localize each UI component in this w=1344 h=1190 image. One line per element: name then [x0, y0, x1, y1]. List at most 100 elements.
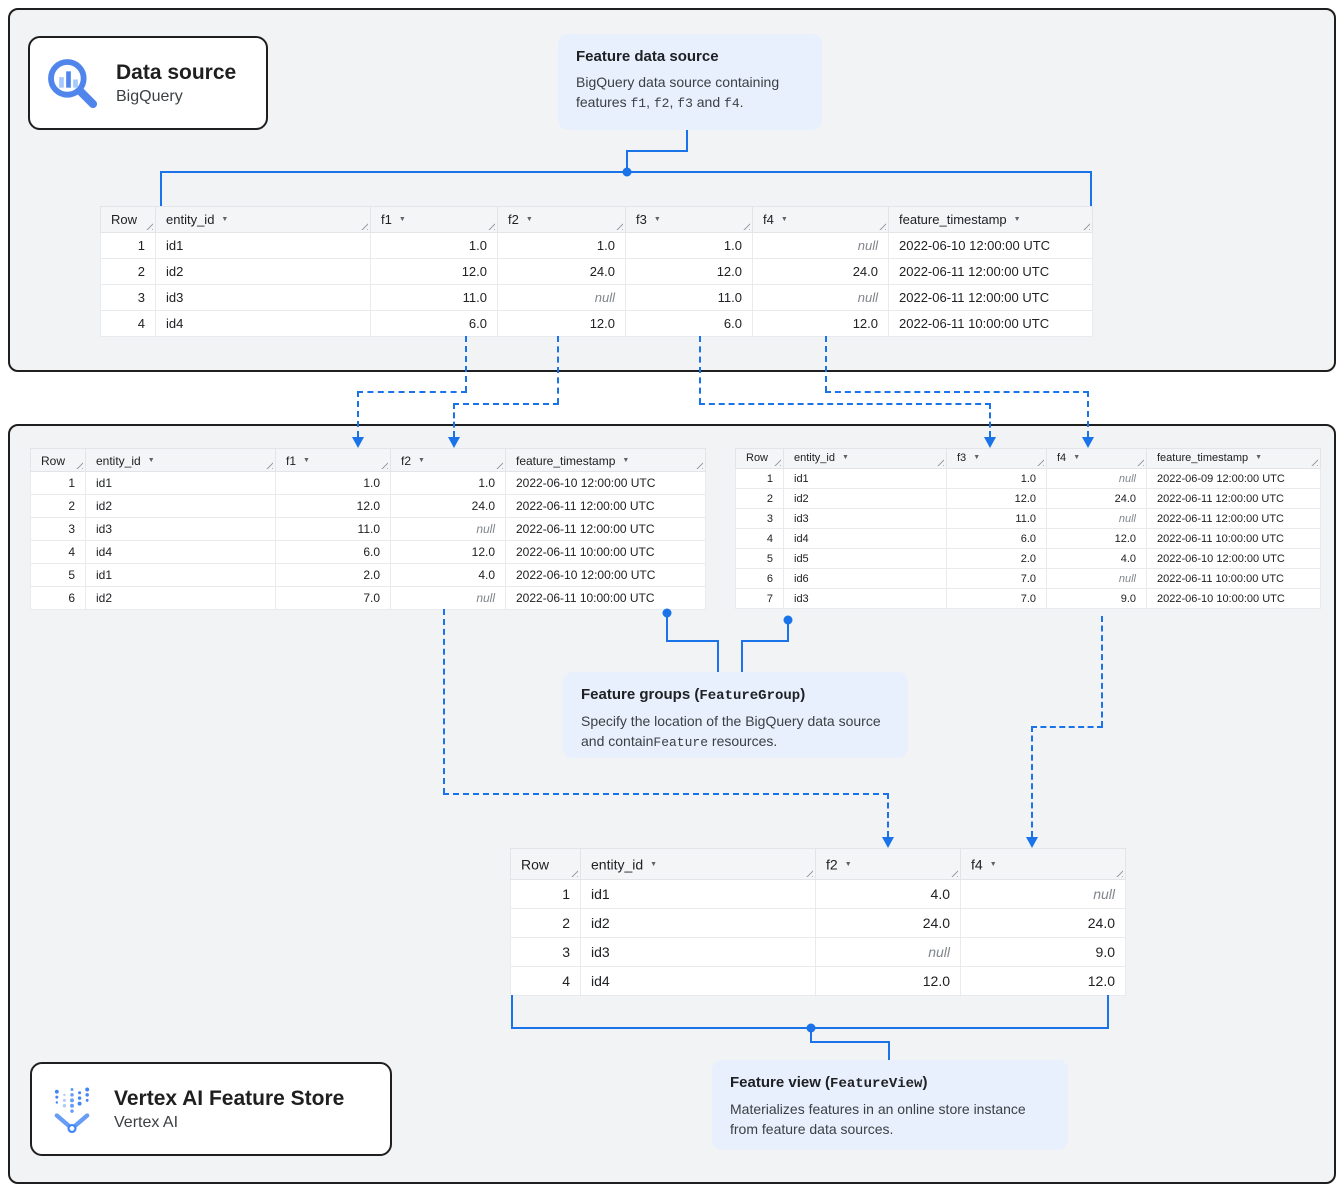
column-resize-handle-icon: [804, 868, 813, 877]
arrow-down-icon: [984, 437, 996, 448]
sort-caret-icon: ▼: [525, 216, 533, 224]
table-cell: 2022-06-11 12:00:00 UTC: [1146, 508, 1321, 529]
text-segment: ): [922, 1074, 928, 1091]
connector-line: [160, 171, 1092, 173]
data-source-card: Data source BigQuery: [28, 36, 268, 130]
table-cell: 4.0: [815, 879, 961, 909]
row-number-cell: 4: [735, 528, 784, 549]
dashed-connector-f1: [465, 336, 467, 392]
sort-caret-icon: ▼: [989, 861, 997, 869]
column-label: f2: [401, 453, 412, 468]
code-text: f2: [653, 96, 670, 112]
column-label: f2: [826, 856, 838, 873]
column-header-Row: Row: [510, 848, 581, 880]
sort-caret-icon: ▼: [973, 454, 981, 462]
sort-caret-icon: ▼: [303, 456, 310, 464]
table-cell: 2022-06-11 10:00:00 UTC: [505, 540, 706, 564]
row-number-cell: 1: [735, 468, 784, 489]
table-cell: null: [815, 937, 961, 967]
column-header-Row: Row: [100, 206, 156, 233]
connector-line: [787, 620, 789, 642]
bigquery-icon: [48, 59, 98, 109]
column-resize-handle-icon: [1114, 868, 1123, 877]
connector-line: [626, 150, 688, 152]
table-cell: null: [752, 284, 889, 311]
column-resize-handle-icon: [614, 221, 623, 230]
sort-caret-icon: ▼: [1073, 454, 1081, 462]
text-segment: resources.: [708, 733, 778, 750]
sort-caret-icon: ▼: [398, 216, 406, 224]
table-cell: id1: [155, 232, 371, 259]
arrow-down-icon: [882, 837, 894, 848]
column-label: entity_id: [591, 856, 644, 873]
arrow-down-icon: [1026, 837, 1038, 848]
row-number-cell: 3: [735, 508, 784, 529]
arrow-down-icon: [1082, 437, 1094, 448]
table-cell: 2022-06-10 10:00:00 UTC: [1146, 588, 1321, 609]
row-number-cell: 3: [100, 284, 156, 311]
column-header-f3: f3▼: [625, 206, 753, 233]
text-segment: Specify the location of the BigQuery dat…: [581, 713, 881, 750]
table-cell: 9.0: [1046, 588, 1147, 609]
dashed-connector-f2: [557, 336, 559, 404]
callout-body: Materializes features in an online store…: [730, 1099, 1050, 1140]
table-cell: 12.0: [390, 540, 506, 564]
sort-caret-icon: ▼: [1013, 216, 1021, 224]
sort-caret-icon: ▼: [221, 216, 229, 224]
callout-body: Specify the location of the BigQuery dat…: [581, 711, 890, 753]
row-number-cell: 2: [510, 908, 581, 938]
table-cell: null: [1046, 468, 1147, 489]
table-cell: 2.0: [275, 563, 391, 587]
table-cell: 6.0: [275, 540, 391, 564]
column-header-f2: f2▼: [815, 848, 961, 880]
table-cell: id3: [85, 517, 276, 541]
column-label: Row: [746, 452, 769, 465]
row-number-cell: 1: [100, 232, 156, 259]
connector-line: [741, 640, 743, 672]
table-cell: null: [1046, 508, 1147, 529]
table-cell: id1: [85, 471, 276, 495]
table-cell: 2022-06-11 12:00:00 UTC: [888, 284, 1093, 311]
table-cell: null: [390, 586, 506, 610]
table-cell: 1.0: [946, 468, 1047, 489]
table-cell: id3: [155, 284, 371, 311]
column-label: entity_id: [96, 453, 141, 468]
table-cell: 7.0: [946, 568, 1047, 589]
arrow-down-icon: [352, 437, 364, 448]
table-cell: 1.0: [370, 232, 498, 259]
table-cell: id1: [85, 563, 276, 587]
table-cell: 2022-06-10 12:00:00 UTC: [505, 471, 706, 495]
column-header-entity_id: entity_id▼: [155, 206, 371, 233]
row-number-cell: 5: [30, 563, 86, 587]
column-header-feature_timestamp: feature_timestamp▼: [888, 206, 1093, 233]
card-title: Vertex AI Feature Store: [114, 1087, 345, 1111]
table-cell: id2: [155, 258, 371, 285]
table-cell: 9.0: [960, 937, 1126, 967]
column-resize-handle-icon: [144, 221, 153, 230]
column-resize-handle-icon: [74, 460, 83, 469]
column-resize-handle-icon: [379, 460, 388, 469]
column-header-entity_id: entity_id ▼: [85, 448, 276, 472]
table-cell: 2022-06-11 10:00:00 UTC: [505, 586, 706, 610]
table-cell: 2022-06-10 12:00:00 UTC: [505, 563, 706, 587]
row-number-cell: 3: [510, 937, 581, 967]
table-cell: 24.0: [1046, 488, 1147, 509]
table-cell: 11.0: [275, 517, 391, 541]
table-cell: 4.0: [390, 563, 506, 587]
table-cell: 12.0: [275, 494, 391, 518]
column-label: f2: [508, 212, 519, 228]
dashed-connector-f2: [453, 403, 455, 437]
dashed-connector-f4: [1087, 391, 1089, 437]
dashed-connector-f4-view: [1031, 726, 1033, 837]
sort-caret-icon: ▼: [147, 456, 155, 464]
table-cell: 6.0: [625, 310, 753, 337]
code-text: FeatureGroup: [699, 688, 801, 704]
